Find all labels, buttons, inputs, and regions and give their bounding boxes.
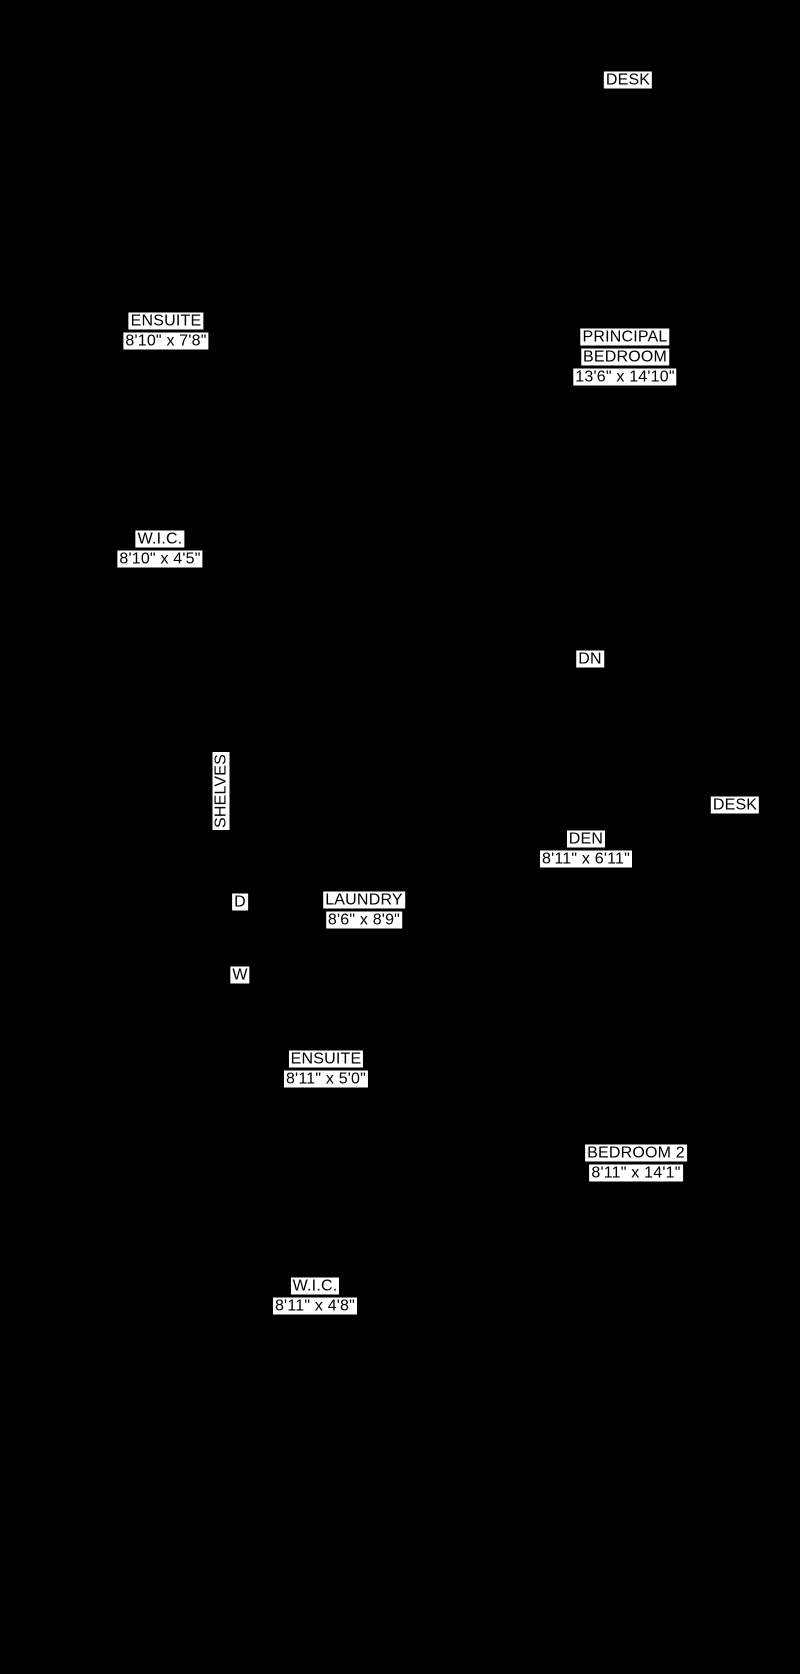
label-text: SHELVES [212, 751, 230, 831]
wic-2-label: W.I.C. 8'11" x 4'8" [272, 1277, 358, 1315]
label-text: DESK [710, 796, 760, 814]
label-text: W [230, 966, 250, 984]
label-text: W.I.C. [135, 530, 185, 548]
label-text: BEDROOM [580, 348, 670, 366]
stairs-down-label: DN [576, 650, 604, 668]
den-label: DEN 8'11" x 6'11" [540, 830, 632, 868]
bedroom-2-label: BEDROOM 2 8'11" x 14'1" [585, 1144, 687, 1182]
label-text: DESK [603, 71, 653, 89]
washer-label: W [230, 966, 250, 984]
dryer-label: D [232, 893, 248, 911]
label-text: 8'11" x 5'0" [283, 1070, 369, 1088]
label-text: PRINCIPAL [580, 328, 670, 346]
ensuite-2-label: ENSUITE 8'11" x 5'0" [283, 1050, 369, 1088]
label-text: 8'11" x 6'11" [540, 850, 632, 868]
desk-label-principal: DESK [603, 71, 653, 89]
shelves-label: SHELVES [212, 751, 230, 831]
label-text: D [232, 893, 248, 911]
label-text: LAUNDRY [323, 891, 405, 909]
label-text: 8'6" x 8'9" [325, 911, 403, 929]
ensuite-principal-label: ENSUITE 8'10" x 7'8" [123, 312, 209, 350]
label-text: W.I.C. [290, 1277, 340, 1295]
label-text: ENSUITE [128, 312, 204, 330]
label-text: DEN [566, 830, 606, 848]
label-text: 8'11" x 14'1" [589, 1164, 683, 1182]
label-text: ENSUITE [288, 1050, 364, 1068]
label-text: 8'11" x 4'8" [272, 1297, 358, 1315]
label-text: DN [576, 650, 604, 668]
wic-principal-label: W.I.C. 8'10" x 4'5" [117, 530, 203, 568]
label-text: 8'10" x 4'5" [117, 550, 203, 568]
label-text: 13'6" x 14'10" [573, 368, 677, 386]
desk-label-den: DESK [710, 796, 760, 814]
label-text: BEDROOM 2 [585, 1144, 687, 1162]
label-text: 8'10" x 7'8" [123, 332, 209, 350]
principal-bedroom-label: PRINCIPAL BEDROOM 13'6" x 14'10" [573, 328, 677, 386]
laundry-label: LAUNDRY 8'6" x 8'9" [323, 891, 405, 929]
